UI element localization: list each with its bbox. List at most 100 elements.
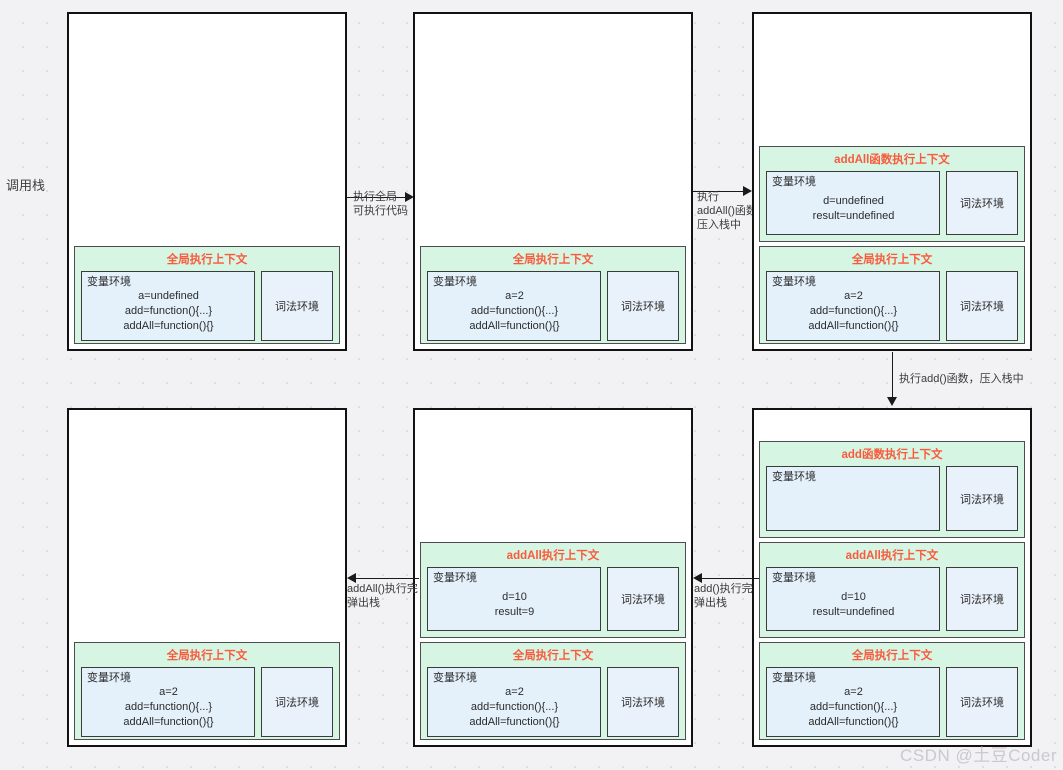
- watermark: CSDN @土豆Coder: [900, 746, 1057, 765]
- lexical-environment: 词法环境: [261, 667, 333, 737]
- variable-entry: d=10: [841, 590, 866, 603]
- context-body: 变量环境 a=2 add=function(){...} addAll=func…: [766, 667, 1018, 737]
- arrow-head-icon: [347, 573, 356, 583]
- variable-list: a=2 add=function(){...} addAll=function(…: [772, 289, 935, 336]
- context-body: 变量环境 d=10 result=undefined 词法环境: [766, 567, 1018, 631]
- context-title: 全局执行上下文: [166, 254, 248, 266]
- stack-panel-2: 全局执行上下文 变量环境 a=2 add=function(){...} add…: [413, 12, 693, 351]
- arrow-label-line: 压入栈中: [697, 219, 741, 231]
- lexical-environment: 词法环境: [946, 466, 1018, 531]
- arrow-head-icon: [887, 397, 897, 406]
- variable-list: a=2 add=function(){...} addAll=function(…: [87, 685, 250, 732]
- context-title: 全局执行上下文: [851, 254, 933, 266]
- variable-entry: a=2: [505, 290, 524, 302]
- variable-entry: a=2: [844, 686, 863, 698]
- variable-environment-label: 变量环境: [433, 672, 477, 684]
- variable-entry: a=2: [159, 686, 178, 698]
- execution-context-global: 全局执行上下文 变量环境 a=2 add=function(){...} add…: [420, 642, 686, 740]
- arrow-label-line: add()执行完: [694, 583, 753, 595]
- variable-entry: add=function(){...}: [470, 701, 559, 713]
- arrow-label-pop-add: add()执行完 弹出栈: [694, 582, 753, 610]
- context-body: 变量环境 a=2 add=function(){...} addAll=func…: [81, 667, 333, 737]
- lexical-environment: 词法环境: [946, 567, 1018, 631]
- variable-environment: 变量环境 a=2 add=function(){...} addAll=func…: [427, 667, 601, 737]
- variable-entry: a=2: [844, 290, 863, 302]
- variable-list: d=10 result=9: [433, 585, 596, 626]
- arrow-head-icon: [693, 573, 702, 583]
- variable-entry: a=2: [505, 686, 524, 698]
- execution-context-global: 全局执行上下文 变量环境 a=undefined add=function(){…: [74, 246, 340, 344]
- arrow-label-push-add: 执行add()函数，压入栈中: [899, 372, 1024, 386]
- variable-entry: add=function(){...}: [124, 305, 213, 317]
- context-title: addAll执行上下文: [845, 550, 939, 562]
- variable-entry: a=undefined: [138, 290, 199, 302]
- execution-context-global: 全局执行上下文 变量环境 a=2 add=function(){...} add…: [420, 246, 686, 344]
- lexical-environment: 词法环境: [261, 271, 333, 341]
- variable-entry: addAll=function(){}: [123, 716, 214, 728]
- variable-environment: 变量环境 a=2 add=function(){...} addAll=func…: [81, 667, 255, 737]
- arrow-label-line: 弹出栈: [347, 597, 380, 609]
- variable-entry: addAll=function(){}: [469, 320, 560, 332]
- variable-environment-label: 变量环境: [87, 276, 131, 288]
- execution-context-global: 全局执行上下文 变量环境 a=2 add=function(){...} add…: [759, 246, 1025, 344]
- arrow-label-line: 执行add()函数，压入栈中: [899, 373, 1024, 385]
- lexical-environment: 词法环境: [607, 271, 679, 341]
- variable-environment: 变量环境 a=undefined add=function(){...} add…: [81, 271, 255, 341]
- variable-list: [772, 484, 935, 526]
- arrow-shaft: [353, 578, 419, 579]
- variable-environment-label: 变量环境: [772, 471, 816, 483]
- context-body: 变量环境 词法环境: [766, 466, 1018, 531]
- variable-environment: 变量环境 a=2 add=function(){...} addAll=func…: [766, 271, 940, 341]
- arrow-shaft: [347, 197, 407, 198]
- variable-entry: add=function(){...}: [124, 701, 213, 713]
- arrow-shaft: [892, 352, 893, 399]
- variable-environment-label: 变量环境: [433, 276, 477, 288]
- arrow-label-execute-global: 执行全局 可执行代码: [353, 190, 408, 218]
- variable-entry: addAll=function(){}: [469, 716, 560, 728]
- arrow-head-icon: [743, 186, 752, 196]
- arrow-shaft: [693, 191, 745, 192]
- lexical-environment: 词法环境: [946, 667, 1018, 737]
- variable-environment: 变量环境 a=2 add=function(){...} addAll=func…: [766, 667, 940, 737]
- stack-panel-4: add函数执行上下文 变量环境 词法环境 addAll执行上下文 变量环境 d=…: [752, 408, 1032, 747]
- arrow-head-icon: [405, 192, 414, 202]
- execution-context-global: 全局执行上下文 变量环境 a=2 add=function(){...} add…: [74, 642, 340, 740]
- variable-entry: addAll=function(){}: [808, 716, 899, 728]
- arrow-label-line: 弹出栈: [694, 597, 727, 609]
- variable-entry: result=undefined: [812, 605, 895, 618]
- variable-entry: d=10: [502, 590, 527, 603]
- variable-environment: 变量环境 d=undefined result=undefined: [766, 171, 940, 235]
- stack-panel-6: 全局执行上下文 变量环境 a=2 add=function(){...} add…: [67, 408, 347, 747]
- execution-context-addall: addAll执行上下文 变量环境 d=10 result=9 词法环境: [420, 542, 686, 638]
- stack-panel-1: 全局执行上下文 变量环境 a=undefined add=function(){…: [67, 12, 347, 351]
- execution-context-addall: addAll执行上下文 变量环境 d=10 result=undefined 词…: [759, 542, 1025, 638]
- execution-context-global: 全局执行上下文 变量环境 a=2 add=function(){...} add…: [759, 642, 1025, 740]
- context-title: 全局执行上下文: [166, 650, 248, 662]
- variable-entry: addAll=function(){}: [808, 320, 899, 332]
- variable-entry: result=undefined: [812, 209, 895, 222]
- lexical-environment: 词法环境: [946, 271, 1018, 341]
- variable-entry: add=function(){...}: [809, 305, 898, 317]
- variable-list: a=2 add=function(){...} addAll=function(…: [433, 685, 596, 732]
- variable-environment-label: 变量环境: [433, 572, 477, 584]
- variable-list: a=undefined add=function(){...} addAll=f…: [87, 289, 250, 336]
- lexical-environment: 词法环境: [607, 667, 679, 737]
- context-body: 变量环境 d=10 result=9 词法环境: [427, 567, 679, 631]
- arrow-label-line: 执行: [697, 191, 719, 203]
- context-title: add函数执行上下文: [841, 449, 943, 461]
- context-body: 变量环境 a=2 add=function(){...} addAll=func…: [427, 667, 679, 737]
- variable-environment-label: 变量环境: [772, 176, 816, 188]
- context-title: 全局执行上下文: [512, 650, 594, 662]
- context-body: 变量环境 d=undefined result=undefined 词法环境: [766, 171, 1018, 235]
- variable-entry: addAll=function(){}: [123, 320, 214, 332]
- variable-environment: 变量环境 d=10 result=undefined: [766, 567, 940, 631]
- context-title: addAll执行上下文: [506, 550, 600, 562]
- context-title: addAll函数执行上下文: [834, 154, 950, 166]
- variable-environment: 变量环境 a=2 add=function(){...} addAll=func…: [427, 271, 601, 341]
- context-body: 变量环境 a=undefined add=function(){...} add…: [81, 271, 333, 341]
- context-title: 全局执行上下文: [851, 650, 933, 662]
- variable-environment-label: 变量环境: [772, 672, 816, 684]
- arrow-label-line: addAll()函数: [697, 205, 757, 217]
- execution-context-add-fn: add函数执行上下文 变量环境 词法环境: [759, 441, 1025, 538]
- execution-context-addall-fn: addAll函数执行上下文 变量环境 d=undefined result=un…: [759, 146, 1025, 242]
